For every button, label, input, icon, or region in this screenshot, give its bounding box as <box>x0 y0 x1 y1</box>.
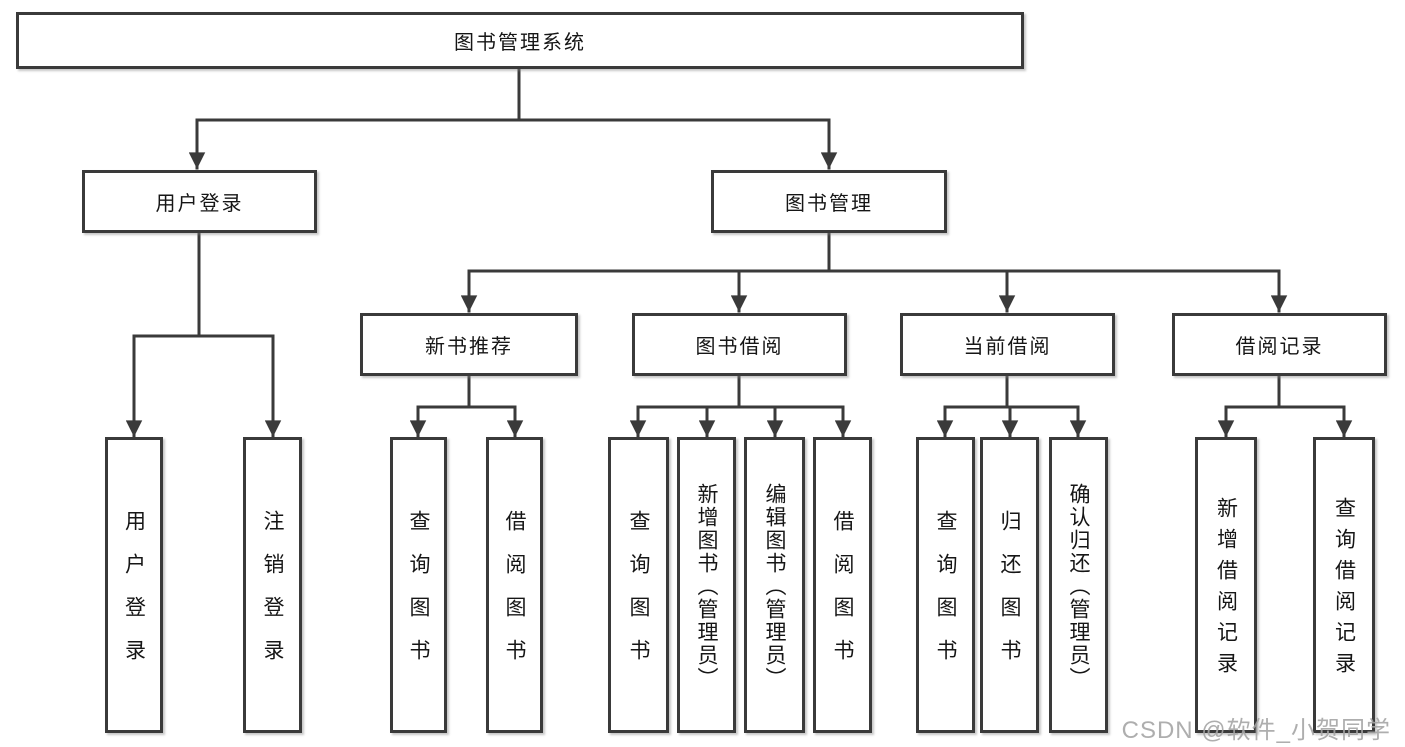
leaf-add-book-admin: 新增图书（管理员） <box>677 437 736 733</box>
leaf-query-borrow-record: 查询借阅记录 <box>1313 437 1375 733</box>
leaf-borrow-books-recommend: 借阅图书 <box>486 437 543 733</box>
leaf-add-borrow-record: 新增借阅记录 <box>1195 437 1257 733</box>
leaf-user-login: 用户登录 <box>105 437 163 733</box>
leaf-label: 查询借阅记录 <box>1332 497 1356 683</box>
leaf-confirm-return-admin: 确认归还（管理员） <box>1049 437 1108 733</box>
csdn-watermark: CSDN @软件_小贺同学 <box>1121 717 1391 744</box>
leaf-label: 用户登录 <box>122 510 146 682</box>
leaf-label: 新增借阅记录 <box>1214 497 1238 683</box>
node-label: 当前借阅 <box>963 336 1052 358</box>
node-current-borrow: 当前借阅 <box>900 313 1115 376</box>
node-label: 图书借阅 <box>695 336 784 358</box>
node-book-borrow: 图书借阅 <box>632 313 847 376</box>
leaf-borrow-books-borrow: 借阅图书 <box>813 437 872 733</box>
leaf-label: 编辑图书（管理员） <box>763 482 786 690</box>
leaf-label: 查询图书 <box>627 510 650 682</box>
node-library-management-system: 图书管理系统 <box>16 12 1024 69</box>
leaf-label: 新增图书（管理员） <box>695 482 718 690</box>
node-new-book-recommend: 新书推荐 <box>360 313 578 376</box>
leaf-label: 借阅图书 <box>831 510 854 682</box>
node-label: 图书管理系统 <box>454 32 586 54</box>
node-label: 借阅记录 <box>1235 336 1324 358</box>
leaf-label: 查询图书 <box>407 510 430 682</box>
node-label: 图书管理 <box>785 193 873 215</box>
leaf-label: 注销登录 <box>261 510 284 682</box>
node-borrow-records: 借阅记录 <box>1172 313 1387 376</box>
leaf-label: 借阅图书 <box>503 510 526 682</box>
leaf-label: 归还图书 <box>998 510 1021 682</box>
node-label: 新书推荐 <box>425 336 513 358</box>
node-book-management: 图书管理 <box>711 170 947 233</box>
leaf-label: 查询图书 <box>934 510 957 682</box>
leaf-query-books-recommend: 查询图书 <box>390 437 447 733</box>
leaf-edit-book-admin: 编辑图书（管理员） <box>744 437 805 733</box>
node-label: 用户登录 <box>155 193 244 215</box>
leaf-return-books: 归还图书 <box>980 437 1039 733</box>
leaf-logout: 注销登录 <box>243 437 302 733</box>
leaf-query-books-current: 查询图书 <box>916 437 975 733</box>
node-user-login: 用户登录 <box>82 170 317 233</box>
leaf-label: 确认归还（管理员） <box>1067 482 1090 690</box>
leaf-query-books-borrow: 查询图书 <box>608 437 669 733</box>
